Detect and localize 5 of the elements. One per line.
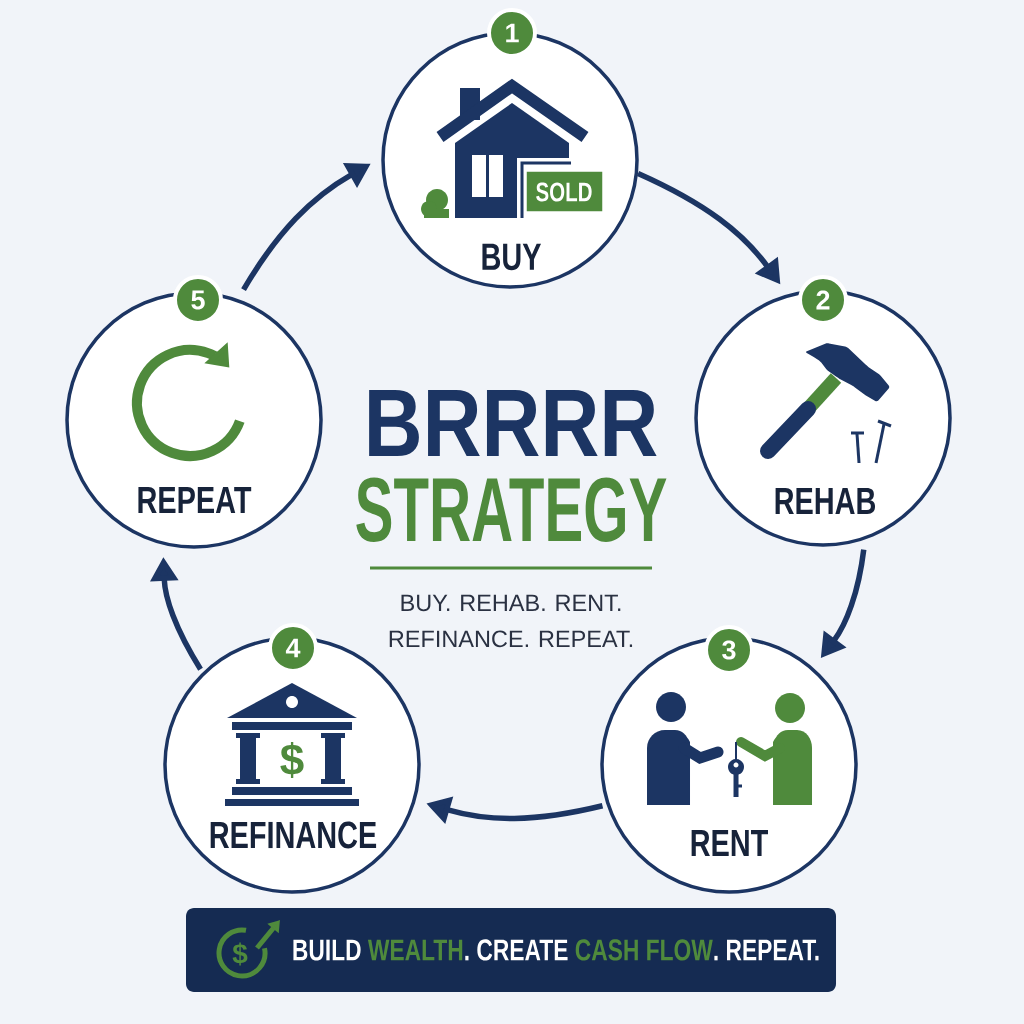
subtitle: BUY. REHAB. RENT. REFINANCE. REPEAT. (389, 594, 633, 648)
dollar-sign: $ (232, 942, 248, 966)
title: BRRRR STRATEGY (356, 390, 667, 542)
dollar-sign: $ (280, 742, 304, 778)
sign-text: SOLD (536, 182, 592, 202)
